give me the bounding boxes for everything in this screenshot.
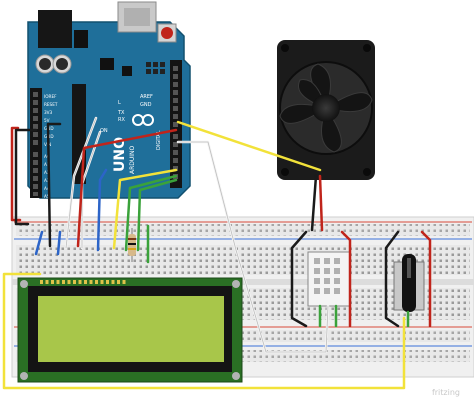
- lcd-pin: [73, 280, 76, 284]
- lcd-pin: [95, 280, 98, 284]
- header-pin-label: A5: [44, 194, 50, 199]
- watermark: fritzing: [431, 388, 460, 397]
- header-pin-label: 3V3: [44, 110, 53, 115]
- label-on: ON: [100, 128, 108, 134]
- header-pin-label: A1: [44, 162, 50, 167]
- lcd-pin: [67, 280, 71, 284]
- power-jack-icon: [38, 10, 72, 48]
- lcd-pin: [45, 280, 49, 284]
- header-pin-label: A3: [44, 178, 50, 183]
- lcd-pin: [51, 280, 54, 284]
- lcd-pin: [78, 280, 82, 284]
- board-brand: ARDUINO: [129, 145, 136, 174]
- resistor-icon: [128, 228, 136, 262]
- label-digital: DIGITAL: [156, 130, 162, 150]
- reset-button-icon: [161, 27, 173, 39]
- lcd-pin: [111, 280, 115, 284]
- header-pin-label: A2: [44, 170, 50, 175]
- label-rx: RX: [118, 117, 125, 123]
- lcd-pin: [84, 280, 87, 284]
- lcd-pin: [56, 280, 60, 284]
- header-pin-label: A0: [44, 154, 50, 159]
- header-pin-label: 5V: [44, 118, 50, 123]
- header-pin-label: IOREF: [44, 94, 57, 99]
- lcd-pin: [106, 280, 109, 284]
- potentiometer-icon: [393, 254, 425, 312]
- lcd-pin: [40, 280, 43, 284]
- lcd-pin: [100, 280, 104, 284]
- wires: [2, 116, 432, 390]
- dht-sensor-icon: [307, 251, 351, 307]
- header-pin-label: RESET: [44, 102, 58, 107]
- label-l: L: [118, 100, 121, 106]
- label-tx: TX: [117, 110, 125, 116]
- board-name-uno: UNO: [112, 137, 128, 172]
- lcd-16x2-icon: [17, 277, 243, 383]
- lcd-pin: [117, 280, 120, 284]
- label-aref: AREF: [140, 94, 153, 100]
- arduino-logo-icon: [132, 114, 154, 126]
- arduino-uno-board: L TX RX AREF GND IOREFRESET3V35VGNDGNDVI…: [27, 1, 191, 199]
- lcd-pin: [89, 280, 93, 284]
- header-pin-label: A4: [44, 186, 50, 191]
- lcd-pin: [62, 280, 65, 284]
- fan-icon: [277, 40, 375, 180]
- lcd-pin: [122, 280, 126, 284]
- label-gnd: GND: [140, 102, 152, 108]
